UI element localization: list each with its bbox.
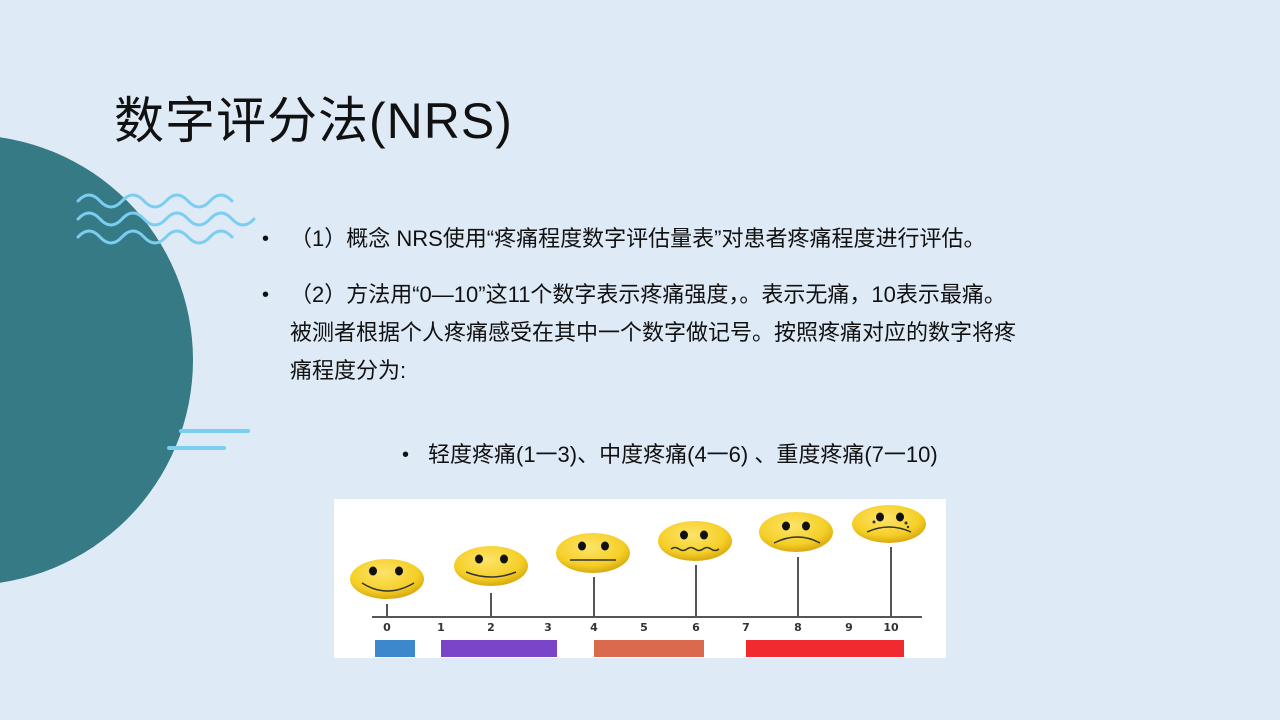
bullet-method: • （2）方法用“0—10”这11个数字表示疼痛强度，。表示无痛，10表示最痛。… (262, 276, 1222, 390)
band-severe-pain (746, 640, 904, 657)
bullet-text: （1）概念 NRS使用“疼痛程度数字评估量表”对患者疼痛程度进行评估。 (290, 226, 986, 251)
tick-label-2: 2 (487, 621, 495, 634)
tick-label-9: 9 (845, 621, 853, 634)
face-4-neutral (556, 533, 630, 573)
band-no-pain (375, 640, 415, 657)
bullet-dot: • (262, 228, 270, 250)
face-0-big-smile (350, 559, 424, 599)
tick-label-0: 0 (383, 621, 391, 634)
sub-bullet-pain-levels: • 轻度疼痛(1一3)、中度疼痛(4一6) 、重度疼痛(7一10) (402, 436, 938, 474)
face-2-smile (454, 546, 528, 586)
pain-faces-scale: 0 1 2 3 4 5 6 7 8 9 10 (350, 505, 926, 657)
wave-lines-decoration (76, 193, 256, 245)
bullet-list: • （1）概念 NRS使用“疼痛程度数字评估量表”对患者疼痛程度进行评估。 • … (262, 220, 1222, 390)
tick-label-10: 10 (883, 621, 899, 634)
bullet-text-line-1: （2）方法用“0—10”这11个数字表示疼痛强度，。表示无痛，10表示最痛。 (290, 282, 1006, 307)
dash-lines-decoration (167, 429, 250, 450)
tick-label-8: 8 (794, 621, 802, 634)
band-mild-pain (441, 640, 557, 657)
tick-label-7: 7 (742, 621, 750, 634)
face-10-crying (852, 505, 926, 543)
tick-label-6: 6 (692, 621, 700, 634)
tick-label-4: 4 (590, 621, 598, 634)
band-moderate-pain (594, 640, 704, 657)
sub-bullet-text: 轻度疼痛(1一3)、中度疼痛(4一6) 、重度疼痛(7一10) (428, 442, 938, 467)
bullet-dot: • (402, 444, 410, 466)
bullet-text-line-2: 被测者根据个人疼痛感受在其中一个数字做记号。按照疼痛对应的数字将疼 (290, 320, 1017, 345)
bullet-text-line-3: 痛程度分为: (290, 358, 407, 383)
tick-label-5: 5 (640, 621, 648, 634)
tick-label-1: 1 (437, 621, 445, 634)
bullet-concept: • （1）概念 NRS使用“疼痛程度数字评估量表”对患者疼痛程度进行评估。 (262, 220, 1222, 258)
bullet-dot: • (262, 284, 270, 306)
tick-label-3: 3 (544, 621, 552, 634)
slide-title: 数字评分法(NRS) (114, 93, 513, 149)
face-8-sad (759, 512, 833, 552)
pain-scale-image: 0 1 2 3 4 5 6 7 8 9 10 (334, 499, 946, 658)
face-6-wavy (658, 521, 732, 561)
